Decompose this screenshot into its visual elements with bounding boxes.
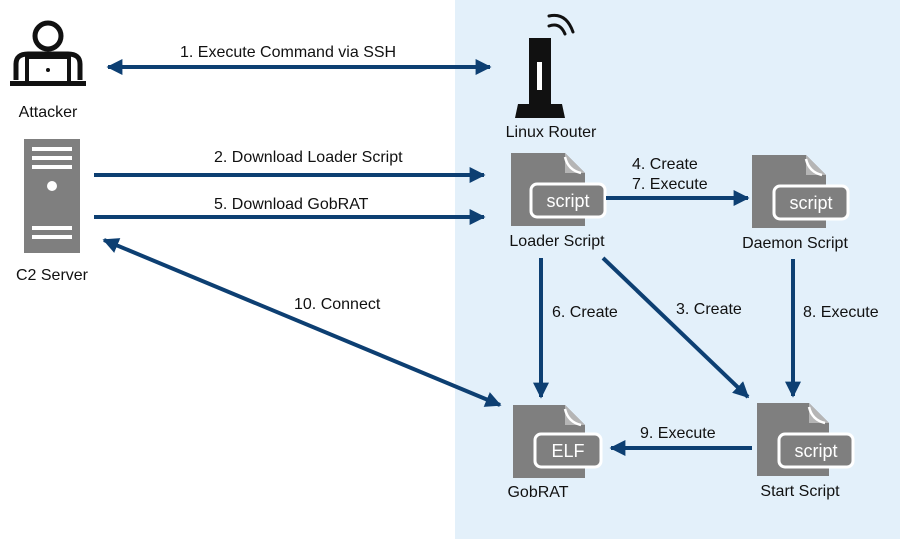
edge-connect-label: 10. Connect — [294, 296, 381, 313]
edge-create-start: 3. Create — [601, 256, 750, 399]
edge-create-start-label: 3. Create — [676, 301, 742, 318]
gobrat-node: ELF GobRAT — [507, 405, 603, 501]
server-tower-icon — [24, 139, 80, 253]
gobrat-label: GobRAT — [507, 484, 568, 501]
edge-ssh: 1. Execute Command via SSH — [106, 44, 492, 75]
edge-execute-gobrat-label: 9. Execute — [640, 425, 716, 442]
loader-script-tag: script — [546, 191, 589, 211]
edge-download-loader-label: 2. Download Loader Script — [214, 149, 403, 166]
daemon-script-tag: script — [789, 193, 832, 213]
edge-execute-gobrat: 9. Execute — [609, 425, 752, 456]
attacker-node: Attacker — [10, 20, 86, 121]
daemon-script-node: script Daemon Script — [742, 155, 850, 252]
start-script-tag: script — [794, 441, 837, 461]
linux-router-label: Linux Router — [506, 124, 597, 141]
daemon-script-label: Daemon Script — [742, 235, 848, 252]
c2-server-node: C2 Server — [16, 139, 89, 284]
edge-download-gobrat-label: 5. Download GobRAT — [214, 196, 369, 213]
loader-script-label: Loader Script — [509, 233, 605, 250]
edge-execute-daemon-label: 7. Execute — [632, 176, 708, 193]
start-script-label: Start Script — [760, 483, 840, 500]
router-antenna-icon — [515, 13, 575, 118]
script-file-icon: script — [511, 153, 607, 226]
edge-ssh-label: 1. Execute Command via SSH — [180, 44, 396, 61]
c2-server-label: C2 Server — [16, 267, 89, 284]
edge-download-loader: 2. Download Loader Script — [94, 149, 486, 183]
edge-create-daemon-label: 4. Create — [632, 156, 698, 173]
linux-router-node: Linux Router — [506, 13, 597, 141]
loader-script-node: script Loader Script — [509, 153, 607, 250]
edge-download-gobrat: 5. Download GobRAT — [94, 196, 486, 225]
edge-connect: 10. Connect — [102, 238, 502, 407]
script-file-icon: script — [752, 155, 850, 228]
person-laptop-icon — [10, 20, 86, 86]
elf-file-icon: ELF — [513, 405, 603, 478]
script-file-icon: script — [757, 403, 855, 476]
edge-create-gobrat: 6. Create — [533, 258, 618, 399]
edge-execute-start-label: 8. Execute — [803, 304, 879, 321]
gobrat-tag: ELF — [551, 441, 584, 461]
edge-create-gobrat-label: 6. Create — [552, 304, 618, 321]
attacker-label: Attacker — [19, 104, 78, 121]
edge-execute-start: 8. Execute — [785, 259, 879, 398]
start-script-node: script Start Script — [757, 403, 855, 500]
edge-loader-to-daemon: 4. Create 7. Execute — [606, 156, 750, 206]
